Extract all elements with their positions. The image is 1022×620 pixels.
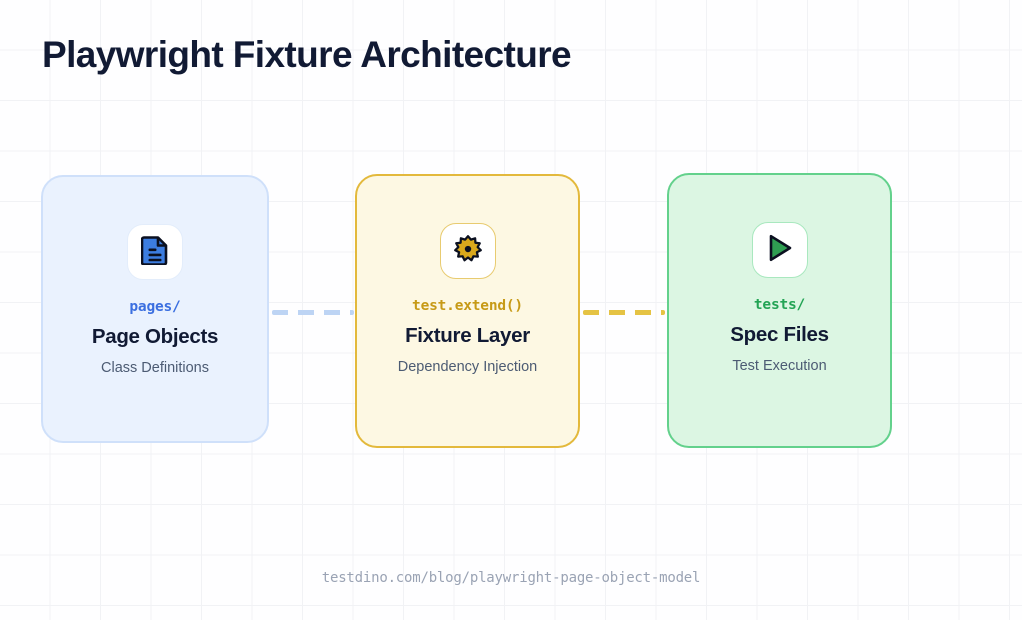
card-heading: Fixture Layer bbox=[405, 324, 530, 347]
card-spec-files[interactable]: tests/ Spec Files Test Execution bbox=[667, 173, 892, 448]
play-icon-tile bbox=[751, 222, 808, 278]
card-subtitle: Class Definitions bbox=[101, 360, 209, 376]
connector-pages-to-fixture bbox=[272, 310, 354, 315]
card-subtitle: Dependency Injection bbox=[397, 359, 538, 375]
page-title: Playwright Fixture Architecture bbox=[42, 34, 572, 75]
card-heading: Spec Files bbox=[730, 323, 829, 346]
footer-source-url: testdino.com/blog/playwright-page-object… bbox=[321, 570, 701, 586]
gear-icon-tile bbox=[439, 223, 496, 279]
card-subtitle: Test Execution bbox=[732, 358, 827, 374]
play-icon bbox=[766, 233, 794, 268]
gear-icon bbox=[453, 234, 483, 269]
document-icon-tile bbox=[127, 224, 183, 280]
card-path-label: pages/ bbox=[129, 299, 181, 315]
document-icon bbox=[140, 235, 169, 270]
card-path-label: test.extend() bbox=[412, 298, 523, 314]
card-heading: Page Objects bbox=[91, 325, 219, 348]
card-fixture-layer[interactable]: test.extend() Fixture Layer Dependency I… bbox=[355, 174, 580, 448]
card-path-label: tests/ bbox=[753, 297, 806, 313]
card-page-objects[interactable]: pages/ Page Objects Class Definitions bbox=[41, 175, 269, 443]
connector-fixture-to-specs bbox=[583, 310, 665, 315]
